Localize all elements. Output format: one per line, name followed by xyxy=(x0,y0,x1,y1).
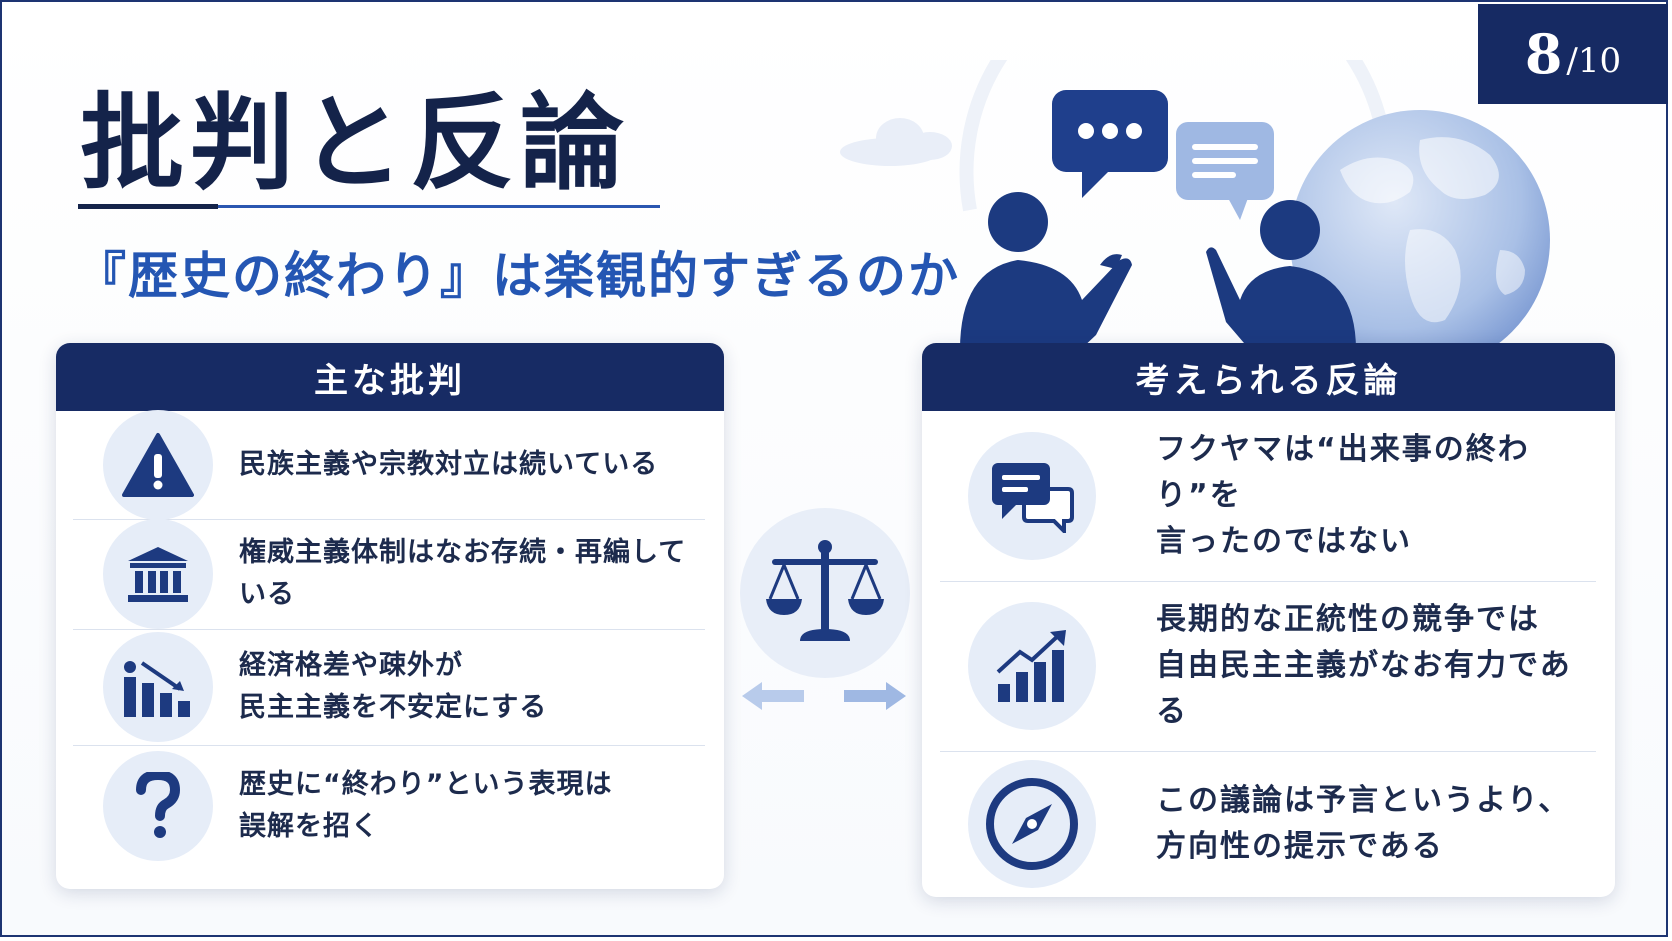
slide-title: 批判と反論 xyxy=(80,81,631,204)
chat-bubble-icon xyxy=(1052,90,1168,198)
speech-bubbles-icon xyxy=(968,432,1096,560)
question-mark-icon xyxy=(103,751,213,861)
slide-subtitle: 『歴史の終わり』は楽観的すぎるのか xyxy=(76,246,960,305)
rebuttal-item: フクヤマは“出来事の終わり”を 言ったのではない xyxy=(940,411,1596,582)
rebuttal-text: 長期的な正統性の競争では 自由民主主義がなお有力である xyxy=(1156,602,1572,729)
warning-icon xyxy=(103,410,213,520)
page-current: 8 xyxy=(1524,22,1563,86)
criticism-item: 歴史に“終わり”という表現は 誤解を招く xyxy=(73,745,705,867)
cloud-icon xyxy=(840,118,952,166)
government-building-icon xyxy=(103,519,213,629)
criticisms-panel: 主な批判 民族主義や宗教対立は続いている 権威主義体制はなお存続・再編している … xyxy=(56,343,724,889)
rebuttal-text: フクヤマは“出来事の終わり”を 言ったのではない xyxy=(1156,432,1530,559)
criticism-text: 権威主義体制はなお存続・再編している xyxy=(239,537,687,610)
criticism-text: 民族主義や宗教対立は続いている xyxy=(239,449,659,480)
debate-illustration xyxy=(840,60,1550,350)
rising-chart-icon xyxy=(968,602,1096,730)
criticism-item: 経済格差や疎外が 民主主義を不安定にする xyxy=(73,629,705,746)
declining-chart-icon xyxy=(103,632,213,742)
criticism-text: 経済格差や疎外が 民主主義を不安定にする xyxy=(239,650,548,723)
rebuttals-heading: 考えられる反論 xyxy=(922,343,1615,411)
criticism-item: 権威主義体制はなお存続・再編している xyxy=(73,519,705,630)
rebuttals-panel: 考えられる反論 フクヤマは“出来事の終わり”を 言ったのではない 長期的な正統性… xyxy=(922,343,1615,897)
person-right-silhouette xyxy=(1206,200,1356,350)
rebuttal-text: この議論は予言というより、 方向性の提示である xyxy=(1156,783,1571,864)
message-bubble-icon xyxy=(1176,122,1274,220)
criticism-text: 歴史に“終わり”という表現は 誤解を招く xyxy=(239,769,613,842)
bidirectional-arrows-icon xyxy=(742,682,906,710)
compass-icon xyxy=(968,760,1096,888)
criticisms-heading: 主な批判 xyxy=(56,343,724,411)
rebuttal-item: この議論は予言というより、 方向性の提示である xyxy=(940,751,1596,897)
page-indicator: 8 /10 xyxy=(1478,4,1668,104)
balance-scale-badge xyxy=(740,508,910,678)
balance-scale-icon xyxy=(766,540,884,641)
page-total: /10 xyxy=(1566,41,1622,81)
title-underline xyxy=(78,204,660,209)
person-left-silhouette xyxy=(960,192,1132,350)
criticism-item: 民族主義や宗教対立は続いている xyxy=(73,410,705,520)
rebuttal-item: 長期的な正統性の競争では 自由民主主義がなお有力である xyxy=(940,581,1596,752)
globe-icon xyxy=(1290,110,1550,350)
